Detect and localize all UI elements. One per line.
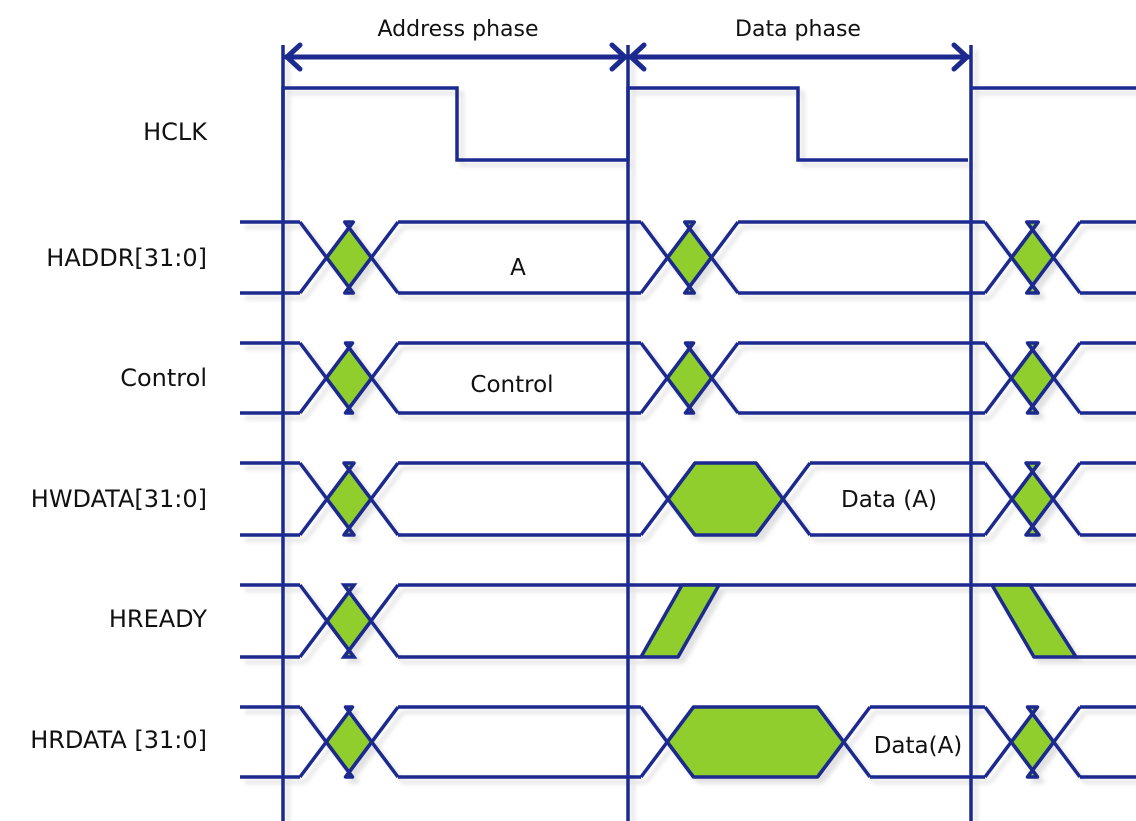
hwdata-rail-4 — [1080, 461, 1136, 537]
hwdata-rail-1 — [240, 461, 300, 537]
signal-label-control: Control — [120, 364, 207, 392]
drop-shadow-layer — [245, 50, 1136, 821]
signal-label-hready: HREADY — [109, 605, 207, 633]
hrdata-transition-cross-1 — [298, 705, 400, 779]
hrdata-rail-1 — [240, 705, 300, 779]
control-rail-4 — [1080, 341, 1136, 415]
hwdata-rail-3-shadow — [815, 466, 990, 542]
data-phase-label: Data phase — [735, 17, 861, 42]
signal-label-hrdata: HRDATA [31:0] — [30, 726, 207, 754]
haddr-rail-1 — [240, 220, 300, 295]
hrdata-rail-4 — [1080, 705, 1136, 779]
control-rail-4-shadow — [1085, 346, 1136, 420]
control-rail-1-shadow — [245, 346, 305, 420]
control-value-label: Control — [470, 372, 553, 398]
hready-transition-fill-1 — [324, 583, 374, 659]
hwdata-value-label: Data (A) — [841, 487, 937, 513]
haddr-rail-2-shadow — [403, 225, 646, 300]
address-phase-label: Address phase — [378, 17, 539, 42]
hwdata-rail-2-shadow — [403, 466, 646, 542]
control-rail-3 — [738, 341, 985, 415]
hwdata-rail-3 — [810, 461, 985, 537]
hclk-waveform-shadow — [286, 91, 1136, 167]
haddr-transition-cross-1 — [298, 220, 400, 295]
hwdata-rail-4-shadow — [1085, 466, 1136, 542]
address-phase-arrowhead-right — [609, 42, 628, 72]
hwdata-transition-cross-2 — [639, 461, 812, 537]
hwdata-rail-2 — [398, 461, 641, 537]
haddr-value-label: A — [510, 255, 526, 281]
address-phase-arrowhead-left — [284, 42, 303, 72]
haddr-rail-4-shadow — [1085, 225, 1136, 300]
control-transition-cross-1 — [298, 341, 400, 415]
hrdata-transition-fill-1 — [324, 705, 374, 779]
control-transition-fill-3 — [1009, 341, 1056, 415]
hwdata-transition-cross-1 — [298, 461, 400, 537]
haddr-transition-fill-2 — [665, 220, 714, 295]
hready-falling-edge-fill — [990, 583, 1078, 659]
hready-rising-edge-fill — [639, 583, 721, 659]
haddr-transition-fill-3 — [1009, 220, 1056, 295]
hrdata-rail-2-shadow — [403, 710, 646, 784]
haddr-rail-3-shadow — [743, 225, 990, 300]
haddr-rail-3 — [738, 220, 985, 295]
hrdata-rail-4-shadow — [1085, 710, 1136, 784]
data-phase-arrowhead-right — [951, 42, 970, 72]
hrdata-transition-fill-3 — [1009, 705, 1056, 779]
hwdata-transition-fill-1 — [325, 461, 373, 537]
haddr-rail-2 — [398, 220, 641, 295]
hrdata-rail-2 — [398, 705, 641, 779]
hrdata-value-label: Data(A) — [874, 733, 963, 759]
phase-arrows — [283, 42, 971, 72]
signal-label-hwdata: HWDATA[31:0] — [31, 485, 207, 513]
control-transition-fill-1 — [324, 341, 374, 415]
haddr-rail-4 — [1080, 220, 1136, 295]
waveform-layer — [240, 45, 1136, 821]
haddr-transition-cross-2 — [639, 220, 740, 295]
haddr-rail-1-shadow — [245, 225, 305, 300]
control-rail-2-shadow — [403, 346, 646, 420]
hrdata-transition-fill-2 — [665, 705, 846, 779]
signal-label-hclk: HCLK — [143, 118, 208, 146]
hrdata-rail-3 — [870, 705, 985, 779]
hrdata-transition-cross-3 — [983, 705, 1082, 779]
data-phase-arrowhead-left — [628, 42, 647, 72]
hrdata-transition-cross-2 — [639, 705, 872, 779]
haddr-transition-cross-3 — [983, 220, 1082, 295]
control-rail-3-shadow — [743, 346, 990, 420]
control-rail-2 — [398, 341, 641, 415]
hrdata-rail-1-shadow — [245, 710, 305, 784]
control-transition-cross-2 — [639, 341, 740, 415]
control-transition-cross-3 — [983, 341, 1082, 415]
signal-label-haddr: HADDR[31:0] — [46, 244, 207, 272]
control-transition-fill-2 — [665, 341, 714, 415]
hclk-waveform — [281, 86, 1136, 162]
hwdata-transition-cross-3 — [983, 461, 1082, 537]
control-rail-1 — [240, 341, 300, 415]
hwdata-rail-1-shadow — [245, 466, 305, 542]
hready-transition-cross-1 — [298, 583, 400, 659]
haddr-transition-fill-1 — [324, 220, 374, 295]
